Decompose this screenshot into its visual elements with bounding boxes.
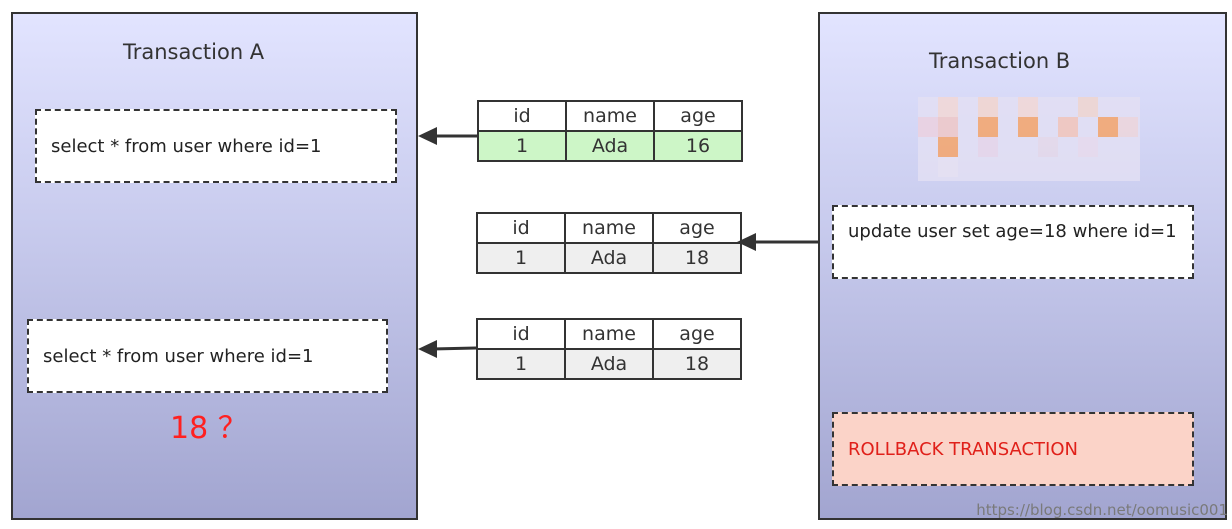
row-table-2: id name age 1 Ada 18 [476, 212, 742, 274]
arrow-head-query2 [418, 340, 437, 358]
cell-name: Ada [565, 130, 655, 162]
pixelated-blur-image [918, 97, 1140, 181]
cell-id: 1 [476, 242, 566, 274]
cell-age: 18 [652, 242, 742, 274]
update-box: update user set age=18 where id=1 [832, 205, 1194, 279]
column-header-id: id [476, 318, 566, 350]
cell-id: 1 [477, 130, 567, 162]
column-header-name: name [564, 212, 654, 244]
cell-age: 16 [653, 130, 743, 162]
column-header-name: name [564, 318, 654, 350]
cell-name: Ada [564, 242, 654, 274]
transaction-a-title: Transaction A [123, 40, 265, 64]
query-2-text: select * from user where id=1 [43, 345, 314, 367]
cell-id: 1 [476, 348, 566, 380]
transaction-b-title: Transaction B [929, 49, 1071, 73]
row-table-3: id name age 1 Ada 18 [476, 318, 742, 380]
column-header-age: age [652, 318, 742, 350]
update-text: update user set age=18 where id=1 [848, 221, 1177, 242]
arrow-head-query1 [418, 127, 437, 145]
column-header-name: name [565, 100, 655, 132]
query-box-1: select * from user where id=1 [35, 109, 397, 183]
rollback-text: ROLLBACK TRANSACTION [848, 438, 1078, 460]
question-mark-label: 18 ？ [170, 411, 248, 446]
column-header-id: id [477, 100, 567, 132]
cell-name: Ada [564, 348, 654, 380]
query-1-text: select * from user where id=1 [51, 135, 322, 157]
column-header-age: age [652, 212, 742, 244]
cell-age: 18 [652, 348, 742, 380]
column-header-id: id [476, 212, 566, 244]
arrow-table3-to-query2 [431, 346, 477, 351]
transaction-b-panel: Transaction B update user set age=18 whe… [818, 12, 1227, 520]
rollback-box: ROLLBACK TRANSACTION [832, 412, 1194, 486]
transaction-a-panel: Transaction A select * from user where i… [11, 12, 418, 520]
row-table-1: id name age 1 Ada 16 [477, 100, 743, 162]
column-header-age: age [653, 100, 743, 132]
query-box-2: select * from user where id=1 [27, 319, 388, 393]
arrow-head-table2 [737, 233, 756, 251]
source-watermark: https://blog.csdn.net/oomusic001 [976, 501, 1228, 519]
